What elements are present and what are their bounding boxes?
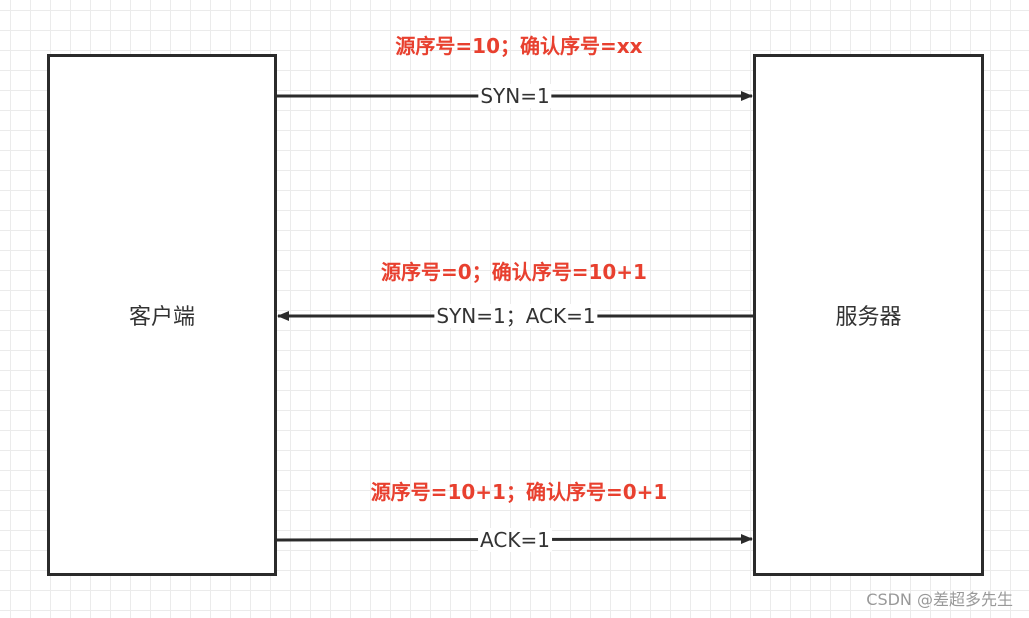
client-label: 客户端	[128, 305, 195, 330]
watermark: CSDN @差超多先生	[866, 590, 1013, 609]
server-label: 服务器	[835, 305, 902, 330]
seq-note-3: 源序号=10+1；确认序号=0+1	[370, 480, 668, 504]
client-box: 客户端	[47, 54, 277, 576]
seq-note-2: 源序号=0；确认序号=10+1	[381, 260, 647, 284]
arrow-label-ack: ACK=1	[478, 528, 552, 552]
arrow-label-syn-ack: SYN=1；ACK=1	[434, 304, 598, 328]
arrow-label-syn: SYN=1	[478, 84, 552, 108]
seq-note-1: 源序号=10；确认序号=xx	[395, 34, 643, 58]
server-box: 服务器	[753, 54, 984, 576]
